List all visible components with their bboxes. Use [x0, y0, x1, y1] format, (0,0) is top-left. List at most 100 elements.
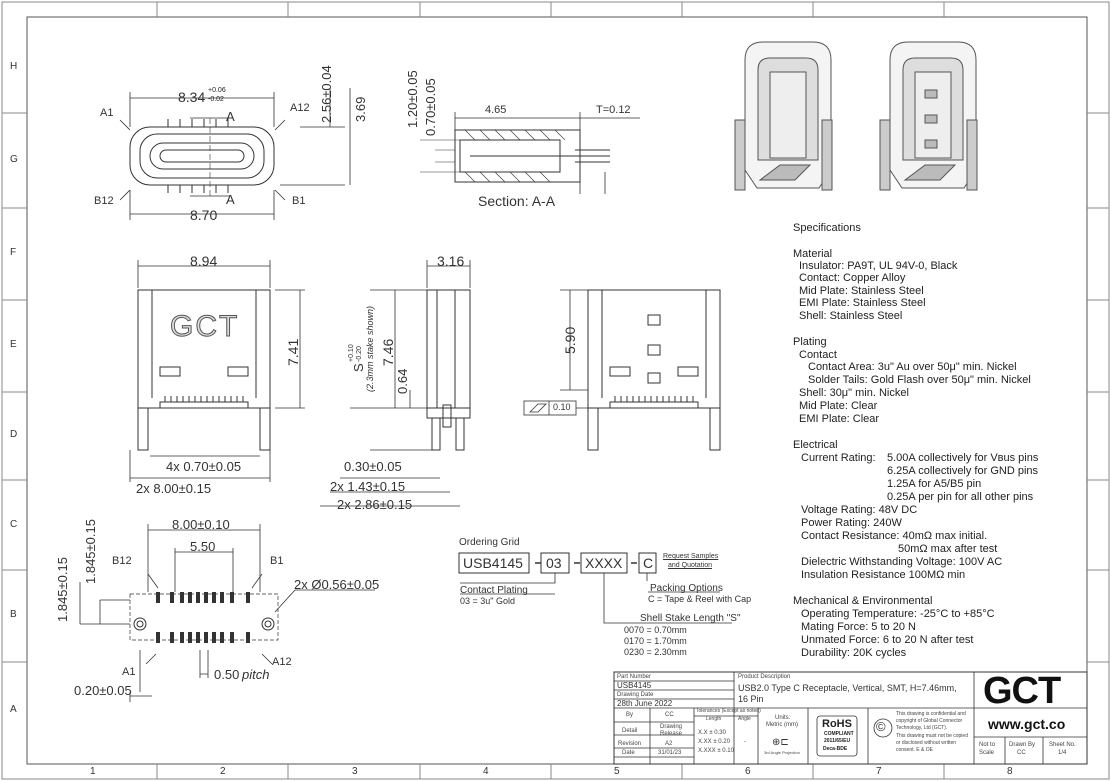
ordering-code-stake: XXXX [585, 555, 623, 571]
zone-letter: B [10, 609, 17, 620]
product-description-line2: 16 Pin [738, 694, 764, 704]
units-value: Metric (mm) [766, 722, 798, 728]
copyright-icon: © [876, 719, 886, 734]
request-quotation-link[interactable]: and Quotation [668, 562, 712, 569]
confidential-line: copyright of Global Connector [896, 718, 963, 724]
front-logo: GCT [169, 310, 240, 343]
revision-value: A2 [665, 741, 673, 747]
packing-option: C = Tape & Reel with Cap [648, 594, 752, 604]
side-view [320, 260, 471, 507]
front-pin-spacing: 2x 8.00±0.15 [136, 481, 212, 496]
zone-number: 6 [745, 766, 751, 777]
confidential-line: This drawing is confidential and [896, 711, 966, 717]
contact-resistance-after: 50mΩ max after test [898, 543, 998, 555]
electrical-line: Voltage Rating: 48V DC [801, 504, 918, 516]
top-height-369: 3.69 [353, 96, 368, 122]
stake-option: 0230 = 2.30mm [624, 647, 687, 657]
current-line: 1.25A for A5/B5 pin [887, 478, 982, 490]
date-value: 31/01/23 [658, 750, 682, 756]
mech-line: Durability: 20K cycles [801, 647, 907, 659]
footprint-view [79, 524, 375, 702]
footprint-dim-1845-inner: 1.845±0.15 [83, 519, 98, 584]
mech-line: Operating Temperature: -25°C to +85°C [801, 608, 995, 620]
detail-value2: Release [660, 731, 683, 737]
date-label: Date [622, 750, 635, 756]
ordering-grid-lines [458, 552, 732, 624]
section-view [420, 112, 640, 194]
side-dim-143: 2x 1.43±0.15 [330, 479, 406, 494]
section-dim-070: 0.70±0.05 [423, 78, 438, 136]
zone-letter: E [10, 339, 17, 350]
request-samples-link[interactable]: Request Samples [663, 553, 719, 560]
sheet-label: Sheet No. [1049, 742, 1076, 748]
zone-letter: F [10, 247, 17, 258]
top-height-256: 2.56±0.04 [319, 65, 334, 123]
material-line: EMI Plate: Stainless Steel [799, 297, 926, 309]
confidential-line: or disclosed without written [896, 740, 957, 746]
website[interactable]: www.gct.co [988, 716, 1066, 732]
not-to-scale-line2: Scale [979, 750, 995, 756]
section-dim-465: 4.65 [485, 104, 507, 116]
footprint-pin-b12: B12 [112, 555, 132, 567]
mech-title: Mechanical & Environmental [793, 595, 933, 607]
material-line: Shell: Stainless Steel [799, 310, 903, 322]
section-dim-120: 1.20±0.05 [405, 70, 420, 128]
confidential-line: consent. E & OE [896, 747, 933, 753]
part-number-label: Part Number [617, 674, 652, 680]
footprint-pin-a12: A12 [272, 656, 292, 668]
projection-icon: ⊕⊏ [772, 737, 789, 748]
tolerance-angle-value: - [744, 739, 746, 745]
connector-render-2 [879, 41, 978, 191]
front-pin-width: 4x 0.70±0.05 [166, 459, 242, 474]
electrical-line: Power Rating: 240W [801, 517, 902, 529]
plating-contact-line: Contact Area: 3u" Au over 50μ" min. Nick… [808, 361, 1017, 373]
confidential-line: This drawing must not be copied [896, 733, 968, 739]
plating-title: Plating [793, 336, 827, 348]
electrical-line: Contact Resistance: 40mΩ max initial. [801, 530, 988, 542]
specs-title: Specifications [793, 222, 861, 234]
front-view [129, 260, 305, 482]
zone-letter: H [10, 61, 18, 72]
ordering-grid-title: Ordering Grid [459, 537, 520, 548]
side-height: 7.46 [380, 338, 396, 366]
drawing-date-label: Drawing Date [617, 692, 654, 698]
tolerance-length-label: Length [706, 716, 722, 722]
top-pin-b1: B1 [292, 195, 306, 207]
tolerance-line: X.XX ± 0.20 [698, 739, 730, 745]
projection-label: 3rd Angle Projection [764, 750, 800, 755]
ordering-part: USB4145 [463, 555, 523, 571]
zone-letter: A [10, 704, 17, 715]
not-to-scale-line1: Not to [979, 742, 996, 748]
side-offset: 0.64 [395, 368, 410, 394]
side-stake-tol-minus: -0.20 [356, 346, 363, 362]
electrical-line: Dielectric Withstanding Voltage: 100V AC [801, 556, 1003, 568]
current-line: 0.25A per pin for all other pins [887, 491, 1034, 503]
front-width: 8.94 [190, 253, 218, 269]
stake-option: 0070 = 0.70mm [624, 625, 687, 635]
top-body-width: 8.70 [190, 207, 218, 223]
mech-line: Unmated Force: 6 to 20 N after test [801, 634, 974, 646]
rohs-compliant: COMPLIANT [824, 731, 854, 737]
by-value: CC [665, 712, 674, 718]
tolerances-label: Tolerances (Except as noted) [696, 708, 761, 714]
drawing-date-value: 28th June 2022 [617, 699, 673, 708]
product-description-line1: USB2.0 Type C Receptacle, Vertical, SMT,… [738, 683, 957, 693]
tolerance-line: X.X ± 0.30 [698, 730, 726, 736]
footprint-dim-800: 8.00±0.10 [172, 517, 230, 532]
side-stake-note: (2.3mm stake shown) [365, 305, 375, 392]
side-stake-tol-plus: +0.10 [348, 344, 355, 362]
drawn-by-label: Drawn By [1009, 742, 1036, 748]
section-thickness: T=0.12 [596, 104, 631, 116]
material-title: Material [793, 248, 833, 260]
current-line: 5.00A collectively for Vʙus pins [887, 452, 1039, 464]
drawn-by-value: CC [1017, 750, 1026, 756]
footprint-pin-b1: B1 [270, 555, 284, 567]
material-line: Insulator: PA9T, UL 94V-0, Black [799, 260, 958, 272]
zone-letter: D [10, 429, 18, 440]
top-view [119, 88, 351, 220]
detail-label: Detail [622, 728, 638, 734]
top-width-dim: 8.34 [178, 89, 206, 105]
section-caption: Section: A-A [478, 193, 556, 209]
rear-view [523, 289, 721, 451]
